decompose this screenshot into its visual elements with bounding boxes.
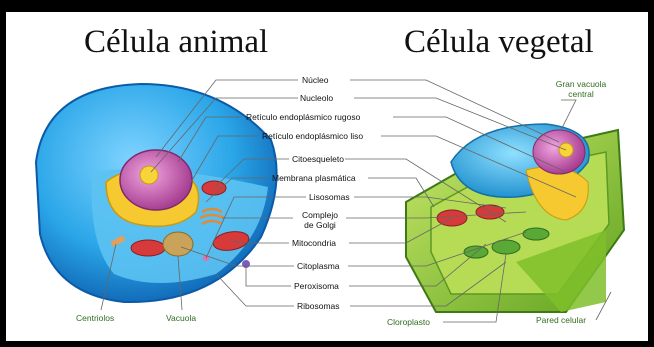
animal-nucleolus [140, 166, 158, 184]
label-mitocondria: Mitocondria [292, 238, 336, 248]
label-cloroplasto: Cloroplasto [387, 317, 430, 327]
label-peroxisoma: Peroxisoma [294, 281, 339, 291]
leader-ribosomas-animal [216, 274, 294, 306]
label-ribosomas: Ribosomas [297, 301, 340, 311]
label-pared-celular: Pared celular [536, 315, 586, 325]
label-lisosomas: Lisosomas [309, 192, 350, 202]
label-reticulo-liso: Retículo endoplásmico liso [262, 131, 363, 141]
label-golgi-line1: Complejo [297, 210, 343, 220]
label-membrana-plasmatica: Membrana plasmática [272, 173, 356, 183]
label-citoplasma: Citoplasma [297, 261, 340, 271]
label-complejo-golgi: Complejo de Golgi [297, 210, 343, 230]
label-gran-vacuola-line1: Gran vacuola [546, 79, 616, 89]
label-gran-vacuola-central: Gran vacuola central [546, 79, 616, 99]
label-nucleolo: Nucleolo [300, 93, 333, 103]
diagram-canvas: Célula animal Célula vegetal [6, 6, 648, 341]
leader-peroxisoma-animal [246, 264, 291, 286]
label-citoesqueleto: Citoesqueleto [292, 154, 344, 164]
label-golgi-line2: de Golgi [297, 220, 343, 230]
animal-vacuole [163, 232, 193, 256]
label-gran-vacuola-line2: central [546, 89, 616, 99]
plant-chloroplast-2 [523, 228, 549, 240]
animal-mitochondria-1 [131, 240, 165, 256]
label-reticulo-rugoso: Retículo endoplásmico rugoso [246, 112, 360, 122]
leader-gran-vacuola [561, 100, 576, 130]
label-vacuola: Vacuola [166, 313, 196, 323]
label-nucleo: Núcleo [302, 75, 328, 85]
label-centriolos: Centriolos [76, 313, 114, 323]
